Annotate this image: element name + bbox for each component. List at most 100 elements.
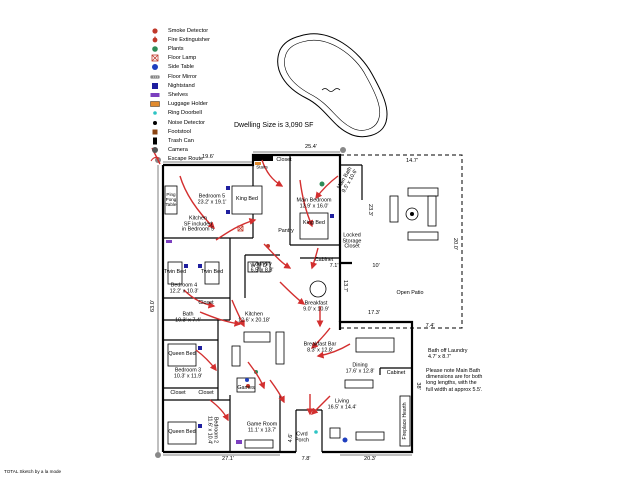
interior-walls	[163, 155, 412, 452]
label-main-king-bed: King Bed	[303, 220, 325, 227]
plants-icon	[150, 45, 160, 53]
breakfast-table	[309, 280, 327, 298]
patio-sofa-left	[389, 195, 399, 223]
legend-label: Nightstand	[168, 82, 195, 89]
dim-7-1: 7.1'	[329, 263, 339, 269]
label-twin-bed-1: Twin Bed	[163, 269, 187, 276]
legend-item: Ring Doorbell	[150, 109, 202, 118]
main-king-bed	[299, 212, 329, 240]
ping-pong-table	[164, 185, 178, 215]
label-fireplace-hearth: Fireplace Hearth	[402, 402, 408, 440]
dim-13-7: 13.7'	[342, 280, 348, 292]
house-walls	[161, 153, 414, 454]
label-queen-bed-bedroom3: Queen Bed	[168, 351, 196, 358]
legend-item: Floor Lamp	[150, 54, 196, 63]
dim-25-4: 25.4'	[305, 144, 317, 150]
game-table	[236, 377, 256, 393]
nightstand-icon	[150, 82, 160, 90]
label-closet-top: Closet	[276, 157, 292, 164]
label-stairs: Stairs	[256, 164, 268, 170]
legend-item: Smoke Detector	[150, 26, 208, 35]
kitchen-counter	[231, 345, 241, 367]
legend-label: Luggage Holder	[168, 101, 208, 108]
dim-19-6: 19.6'	[202, 154, 214, 160]
breakfast-bar-counter	[275, 331, 285, 365]
room-open-patio: Open Patio	[396, 290, 424, 297]
patio-sofa-bottom	[407, 231, 439, 241]
living-sofa-2	[355, 431, 385, 441]
legend-item: Luggage Holder	[150, 100, 208, 109]
legend-label: Fire Extinguisher	[168, 36, 210, 43]
bedroom2-queen-bed	[167, 421, 197, 445]
legend-label: Floor Mirror	[168, 73, 197, 80]
escape-route-icon	[150, 155, 160, 163]
luggage-holder-icon	[150, 100, 160, 108]
dim-23-3: 23.3'	[367, 204, 373, 216]
legend-item: Plants	[150, 44, 184, 53]
label-bedroom5-king-bed: King Bed	[236, 196, 258, 203]
legend-item: Floor Mirror	[150, 72, 197, 81]
dimension-lines	[157, 151, 412, 456]
legend-item: Trash Can	[150, 136, 194, 145]
dining-table	[355, 337, 395, 353]
washer	[247, 261, 259, 273]
legend-label: Escape Route	[168, 156, 204, 163]
camera-icon	[150, 146, 160, 154]
legend-label: Smoke Detector	[168, 27, 209, 34]
dim-7-8: 7.8'	[301, 456, 311, 462]
bedroom3-queen-bed	[167, 343, 197, 367]
patio-sofa-top	[407, 187, 439, 197]
dim-7-4: 7.4'	[425, 323, 435, 329]
pool-wave	[321, 88, 341, 92]
legend-label: Side Table	[168, 64, 195, 71]
legend-item: Noise Detector	[150, 118, 205, 127]
dim-14-7: 14.7'	[406, 158, 418, 164]
legend-label: Floor Lamp	[168, 55, 197, 62]
noise-detector-icon	[150, 119, 160, 127]
dwelling-size-label: Dwelling Size is 3,090 SF	[234, 122, 314, 129]
dim-20-0: 20.0'	[452, 238, 458, 250]
fireplace-hearth	[399, 395, 411, 447]
closet-wall-block	[253, 155, 273, 161]
dryer	[259, 261, 271, 273]
side-table-icon	[150, 63, 160, 71]
footstool-icon	[150, 128, 160, 136]
label-twin-bed-2: Twin Bed	[200, 269, 224, 276]
legend-label: Plants	[168, 45, 184, 52]
pool-outline	[277, 33, 388, 138]
legend-label: Ring Doorbell	[168, 110, 202, 117]
dim-17-3: 17.3'	[368, 310, 380, 316]
trash-can-icon	[150, 137, 160, 145]
legend-item: Footstool	[150, 127, 191, 136]
ring-doorbell	[314, 430, 318, 434]
legend-label: Camera	[168, 147, 188, 154]
legend-item: Nightstand	[150, 81, 195, 90]
patio-fire-pit	[405, 207, 419, 221]
patio-fire-pit-center	[410, 212, 414, 216]
label-closet-bedroom2: Closet	[198, 390, 214, 397]
luggage-holder	[255, 162, 261, 165]
label-queen-bed-bedroom2: Queen Bed	[168, 429, 196, 436]
label-cabinet-dining: Cabinet	[386, 370, 406, 377]
label-games: Games	[237, 385, 255, 392]
side-tables	[245, 378, 348, 443]
dim-38: 38'	[415, 382, 421, 390]
bedroom4-twin-bed-2	[204, 261, 220, 285]
